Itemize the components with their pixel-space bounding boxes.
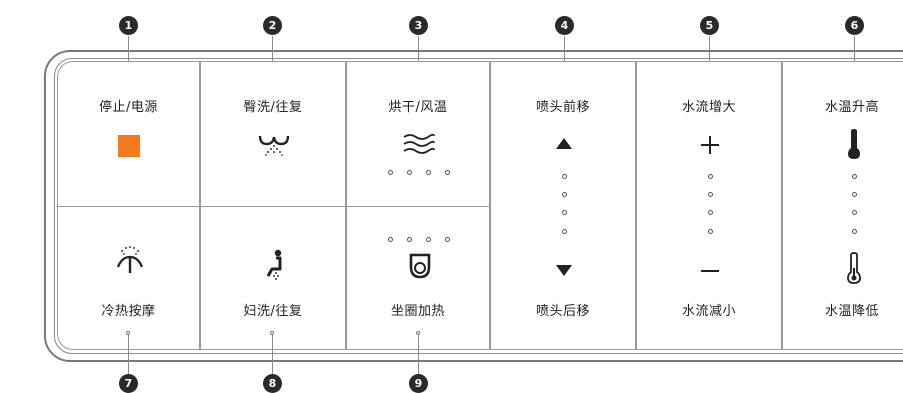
feminine-wash-icon: [266, 249, 282, 280]
level-dot: [407, 237, 412, 242]
button-stop-power[interactable]: 停止/电源: [57, 61, 200, 207]
callout-4: 4: [555, 16, 574, 35]
warm-air-icon: [403, 133, 435, 154]
leader-line-7: [128, 335, 129, 375]
button-hot-cold-massage[interactable]: 冷热按摩: [57, 206, 200, 350]
toilet-seat-icon: [409, 253, 431, 279]
leader-line-8: [272, 335, 273, 375]
callout-8: 8: [263, 374, 282, 393]
level-dot: [445, 237, 450, 242]
level-dot: [708, 192, 713, 197]
level-dot: [852, 210, 857, 215]
callout-2: 2: [263, 16, 282, 35]
level-dot: [708, 210, 713, 215]
level-dot: [426, 237, 431, 242]
button-seat-heat[interactable]: 坐圈加热: [346, 206, 490, 350]
level-dot: [562, 229, 567, 234]
button-rear-wash[interactable]: 臀洗/往复: [200, 61, 346, 207]
leader-dot-8: [270, 331, 274, 335]
flow-up-label[interactable]: 水流增大: [681, 100, 736, 115]
thermometer-low-icon[interactable]: [847, 252, 861, 284]
plus-icon[interactable]: [700, 135, 720, 155]
nozzle-backward-label[interactable]: 喷头后移: [535, 304, 590, 319]
leader-line-4: [564, 36, 565, 76]
button-group-nozzle-position[interactable]: 喷头前移 喷头后移: [490, 61, 636, 350]
level-dot: [708, 229, 713, 234]
hot-cold-massage-label: 冷热按摩: [101, 304, 156, 319]
triangle-down-icon[interactable]: [556, 265, 572, 276]
minus-icon[interactable]: [700, 261, 720, 281]
level-dot: [852, 174, 857, 179]
level-dot: [388, 237, 393, 242]
leader-dot-9: [416, 331, 420, 335]
triangle-up-icon[interactable]: [556, 138, 572, 149]
nozzle-forward-label[interactable]: 喷头前移: [535, 100, 590, 115]
temp-up-label[interactable]: 水温升高: [824, 100, 879, 115]
panel-inner-frame: [54, 58, 903, 354]
callout-3: 3: [409, 16, 428, 35]
level-dot: [562, 192, 567, 197]
callout-7: 7: [119, 374, 138, 393]
leader-line-6: [854, 36, 855, 76]
leader-line-5: [709, 36, 710, 76]
rear-wash-spray-icon: [258, 135, 290, 156]
massage-spray-icon: [116, 246, 144, 273]
level-dot: [708, 174, 713, 179]
button-group-water-flow[interactable]: 水流增大 水流减小: [636, 61, 782, 350]
leader-line-3: [418, 36, 419, 76]
leader-line-1: [128, 36, 129, 76]
leader-line-2: [272, 36, 273, 76]
rear-wash-label: 臀洗/往复: [243, 100, 303, 115]
button-feminine-wash[interactable]: 妇洗/往复: [200, 206, 346, 350]
button-dry-air-temp[interactable]: 烘干/风温: [346, 61, 490, 207]
callout-6: 6: [845, 16, 864, 35]
level-dot: [407, 170, 412, 175]
callout-5: 5: [700, 16, 719, 35]
thermometer-full-icon[interactable]: [847, 128, 861, 160]
leader-dot-7: [126, 331, 130, 335]
panel-outer-frame: [44, 50, 903, 362]
feminine-wash-label: 妇洗/往复: [243, 304, 303, 319]
seat-heat-label: 坐圈加热: [390, 304, 445, 319]
button-group-water-temp[interactable]: 水温升高 水温降低: [782, 61, 903, 350]
level-dot: [562, 174, 567, 179]
level-dot: [426, 170, 431, 175]
dry-air-temp-label: 烘干/风温: [388, 100, 448, 115]
level-dot: [445, 170, 450, 175]
callout-1: 1: [119, 16, 138, 35]
stop-square-icon: [118, 135, 140, 157]
flow-down-label[interactable]: 水流减小: [681, 304, 736, 319]
temp-down-label[interactable]: 水温降低: [824, 304, 879, 319]
leader-line-9: [418, 335, 419, 375]
level-dot: [852, 192, 857, 197]
stop-power-label: 停止/电源: [99, 100, 158, 115]
level-dot: [852, 229, 857, 234]
level-dot: [562, 210, 567, 215]
level-dot: [388, 170, 393, 175]
callout-9: 9: [409, 374, 428, 393]
